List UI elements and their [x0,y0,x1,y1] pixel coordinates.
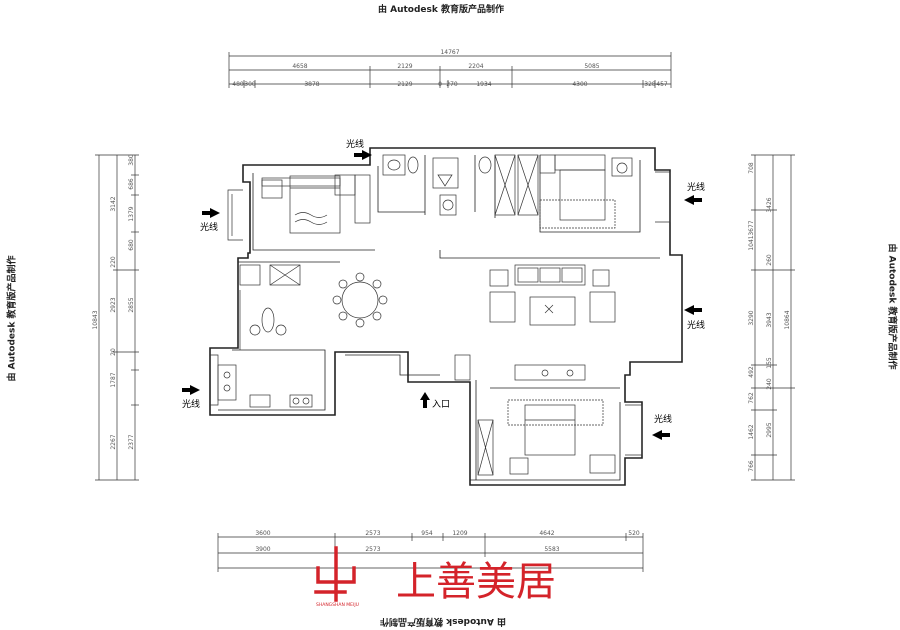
dim-bottom-row1: 1209 [452,530,467,537]
dim-left: 2267 [110,434,117,449]
entrance-label: 入口 [432,399,450,410]
dim-right: 1462 [748,424,755,439]
brand-logo: 上善美居 SHANGSHAN MEIJU [314,546,556,608]
dim-bottom-row2: 5583 [544,546,559,553]
light-arrow-right-top [684,195,702,205]
dim-top-row3: 300 [244,81,256,88]
dim-top-row3: 328 [644,81,656,88]
dim-top-row3: 4300 [572,81,587,88]
bedroom-2-furniture [539,154,633,229]
dim-bottom-row1: 2573 [365,530,380,537]
dim-left: 2377 [128,434,135,449]
dim-top-row3: 457 [656,81,668,88]
dim-left: 1787 [110,372,117,387]
dim-right: 10864 [784,310,791,329]
watermark-left: 由 Autodesk 教育版产品制作 [7,255,18,382]
light-arrow-right-mid [684,305,702,315]
dim-right: 492 [748,366,755,378]
dim-top-row3: 3878 [304,81,319,88]
dim-left: 2855 [128,297,135,312]
dim-right: 3426 [766,197,773,212]
watermark-bottom: 由 Autodesk 教育版产品制作 [380,616,507,626]
dim-left: 1379 [128,206,135,221]
dim-top-row3: 480 [232,81,244,88]
dim-left: 3142 [110,196,117,211]
bathroom-fixtures [382,154,539,216]
light-arrows [182,150,702,440]
dim-top-row2: 2204 [468,63,483,70]
light-label-left: 光线 [200,221,218,233]
dim-right: 155 [766,357,773,369]
dim-top-row3: 0 [438,81,442,88]
watermark-top: 由 Autodesk 教育版产品制作 [378,5,505,15]
dim-right: 766 [748,460,755,472]
light-label-right-top: 光线 [687,181,705,193]
dim-top-row3: 270 [446,81,458,88]
dim-left: 686 [128,178,135,190]
entrance-arrow [420,392,430,408]
light-label-left-lower: 光线 [182,398,200,410]
dim-left: 220 [110,256,117,268]
dim-right: 762 [748,392,755,404]
dim-right: 1041 [748,235,755,250]
light-label-top: 光线 [346,138,364,150]
dim-right: 2995 [766,422,773,437]
light-arrow-left-lower [182,385,200,395]
logo-text: 上善美居 [396,559,556,605]
dim-top-row2: 4658 [292,63,307,70]
dining-furniture [239,264,388,350]
dim-bottom-row1: 4642 [539,530,554,537]
kitchen-furniture [217,364,313,408]
dim-top-row2: 5085 [584,63,599,70]
light-arrow-left [202,208,220,218]
walls [209,147,683,486]
dim-top-row3: 2129 [397,81,412,88]
dim-top-total: 14767 [440,49,459,56]
bedroom-3-furniture [454,354,616,476]
dim-top-row2: 2129 [397,63,412,70]
dim-right: 3943 [766,312,773,327]
dim-right: 708 [748,162,755,174]
dim-left: 680 [128,239,135,251]
dim-right: 240 [766,378,773,390]
dim-left: 20 [110,348,117,356]
dim-bottom-row2: 3900 [255,546,270,553]
dim-bottom-row2: 2573 [365,546,380,553]
light-label-right-bottom: 光线 [654,413,672,425]
living-room-furniture [489,264,616,381]
light-label-right-mid: 光线 [687,319,705,331]
bedroom-1-furniture [261,174,371,234]
dim-right: 260 [766,254,773,266]
dim-right: 3677 [748,220,755,235]
dim-top-row3: 1934 [476,81,491,88]
dim-left: 10843 [92,310,99,329]
watermark-right: 由 Autodesk 教育版产品制作 [886,243,897,370]
dim-bottom-row1: 954 [421,530,433,537]
dim-left: 380 [128,154,135,166]
dim-bottom-row1: 3600 [255,530,270,537]
dim-right: 3290 [748,310,755,325]
dim-bottom-row1: 520 [628,530,640,537]
logo-subtext: SHANGSHAN MEIJU [316,602,359,608]
dim-left: 2923 [110,297,117,312]
light-arrow-right-bottom [652,430,670,440]
light-arrow-top [354,150,372,160]
